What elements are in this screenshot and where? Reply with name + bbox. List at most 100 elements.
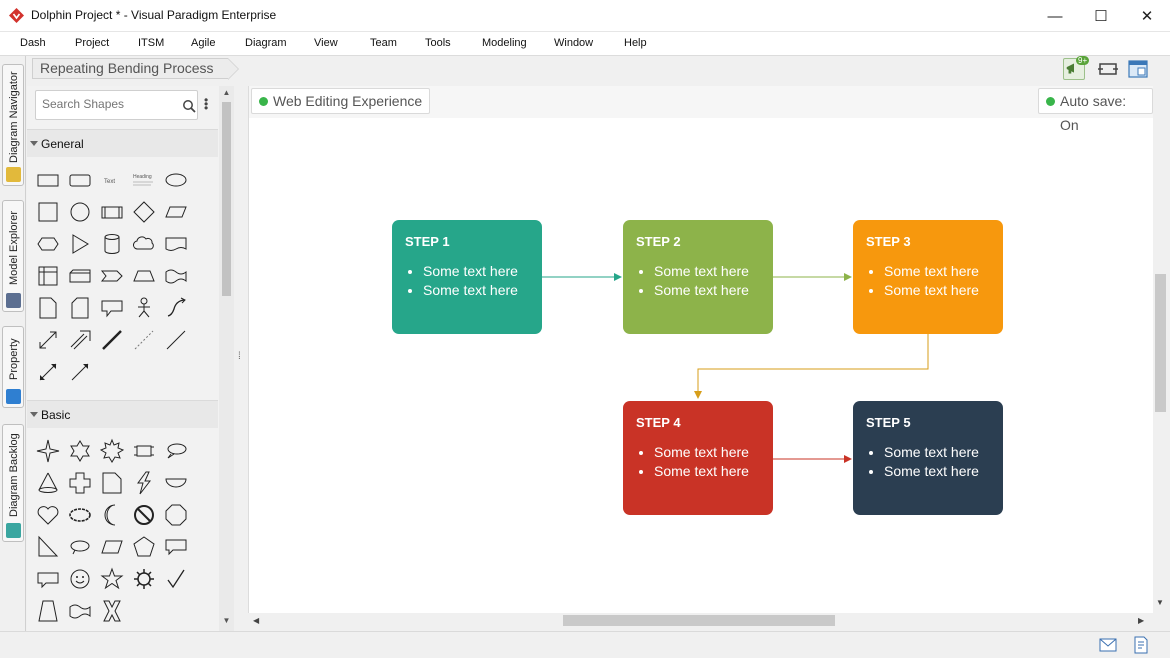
document-shape-icon[interactable]	[163, 231, 189, 257]
cone-shape-icon[interactable]	[35, 470, 61, 496]
rectangle-callout-icon[interactable]	[163, 534, 189, 560]
cloud-callout-icon[interactable]	[67, 502, 93, 528]
diagram-overview-icon[interactable]	[1127, 58, 1149, 80]
tab-diagram-backlog[interactable]: Diagram Backlog	[2, 424, 24, 542]
diamond-shape-icon[interactable]	[131, 199, 157, 225]
menu-modeling[interactable]: Modeling	[482, 37, 527, 49]
scroll-right-icon[interactable]: ▶	[1138, 616, 1145, 625]
diagram-canvas[interactable]: Web Editing Experience Auto save: On STE…	[248, 86, 1154, 613]
group-basic-header[interactable]: Basic	[27, 400, 218, 428]
search-shapes-input[interactable]	[42, 97, 172, 111]
search-shapes-box[interactable]	[35, 90, 198, 120]
double-wave-icon[interactable]	[67, 598, 93, 624]
actor-shape-icon[interactable]	[131, 295, 157, 321]
note-shape-icon[interactable]	[35, 295, 61, 321]
card-shape-icon[interactable]	[67, 263, 93, 289]
cross-shape-icon[interactable]	[67, 470, 93, 496]
connector-step3-step4[interactable]	[694, 334, 929, 399]
dashed-line-icon[interactable]	[131, 327, 157, 353]
pentagon-shape-icon[interactable]	[131, 534, 157, 560]
double-arrow-icon[interactable]	[35, 327, 61, 353]
burst-shape-icon[interactable]	[99, 438, 125, 464]
vertical-scroll-thumb[interactable]	[1155, 274, 1166, 412]
bidirectional-arrow-icon[interactable]	[35, 359, 61, 385]
gear-shape-icon[interactable]	[131, 566, 157, 592]
menu-itsm[interactable]: ITSM	[138, 37, 165, 49]
x-shape-icon[interactable]	[99, 598, 125, 624]
mail-icon[interactable]	[1099, 638, 1117, 655]
document-edit-icon[interactable]	[1133, 636, 1149, 657]
wave-shape-icon[interactable]	[163, 263, 189, 289]
process-shape-icon[interactable]	[99, 199, 125, 225]
menu-project[interactable]: Project	[75, 37, 110, 49]
palette-scroll-thumb[interactable]	[222, 102, 231, 296]
scroll-shape-icon[interactable]	[131, 438, 157, 464]
triangle-shape-icon[interactable]	[67, 231, 93, 257]
menu-view[interactable]: View	[314, 37, 338, 49]
square-shape-icon[interactable]	[35, 199, 61, 225]
menu-window[interactable]: Window	[554, 37, 594, 49]
scroll-down-icon[interactable]: ▼	[222, 616, 231, 625]
rounded-rectangle-shape-icon[interactable]	[67, 167, 93, 193]
block-arrow-icon[interactable]	[67, 327, 93, 353]
web-editing-indicator[interactable]: Web Editing Experience	[251, 88, 431, 114]
heading-shape-icon[interactable]: Heading	[131, 167, 157, 193]
step-2-box[interactable]: STEP 2 Some text here Some text here	[623, 220, 773, 334]
cloud-shape-icon[interactable]	[131, 231, 157, 257]
moon-shape-icon[interactable]	[99, 502, 125, 528]
text-shape-icon[interactable]: Text	[99, 167, 125, 193]
megaphone-icon[interactable]: 9+	[1063, 56, 1090, 80]
thought-bubble-icon[interactable]	[163, 438, 189, 464]
four-point-star-icon[interactable]	[35, 438, 61, 464]
minimize-button[interactable]: —	[1047, 7, 1063, 25]
step-5-box[interactable]: STEP 5 Some text here Some text here	[853, 401, 1003, 515]
search-icon[interactable]	[182, 99, 196, 113]
menu-diagram[interactable]: Diagram	[245, 37, 287, 49]
parallelogram-shape-icon[interactable]	[163, 199, 189, 225]
menu-help[interactable]: Help	[624, 37, 647, 49]
maximize-button[interactable]: ☐	[1094, 8, 1108, 25]
group-general-header[interactable]: General	[27, 129, 218, 157]
speech-bubble-icon[interactable]	[35, 566, 61, 592]
arrow-line-icon[interactable]	[67, 359, 93, 385]
callout-shape-icon[interactable]	[99, 295, 125, 321]
canvas-horizontal-scrollbar[interactable]: ◀ ▶	[248, 613, 1153, 630]
step-1-box[interactable]: STEP 1 Some text here Some text here	[392, 220, 542, 334]
step-3-box[interactable]: STEP 3 Some text here Some text here	[853, 220, 1003, 334]
tab-diagram-navigator[interactable]: Diagram Navigator	[2, 64, 24, 186]
menu-tools[interactable]: Tools	[425, 37, 451, 49]
circle-shape-icon[interactable]	[67, 199, 93, 225]
close-button[interactable]: ✕	[1140, 8, 1154, 25]
canvas-vertical-scrollbar[interactable]: ▼	[1153, 86, 1168, 613]
thick-line-icon[interactable]	[99, 327, 125, 353]
horizontal-scroll-thumb[interactable]	[563, 615, 835, 626]
line-icon[interactable]	[163, 327, 189, 353]
panel-splitter[interactable]: ⁞	[234, 86, 246, 631]
fit-diagram-icon[interactable]	[1097, 58, 1119, 80]
tab-model-explorer[interactable]: Model Explorer	[2, 200, 24, 312]
menu-team[interactable]: Team	[370, 37, 397, 49]
half-circle-icon[interactable]	[163, 470, 189, 496]
menu-dash[interactable]: Dash	[20, 37, 46, 49]
folded-corner-icon[interactable]	[99, 470, 125, 496]
tab-property[interactable]: Property	[2, 326, 24, 408]
lightning-bolt-icon[interactable]	[131, 470, 157, 496]
ellipse-shape-icon[interactable]	[163, 167, 189, 193]
heart-shape-icon[interactable]	[35, 502, 61, 528]
palette-menu-icon[interactable]: •••	[204, 93, 209, 115]
right-triangle-icon[interactable]	[35, 534, 61, 560]
smiley-face-icon[interactable]	[67, 566, 93, 592]
step-4-box[interactable]: STEP 4 Some text here Some text here	[623, 401, 773, 515]
menu-agile[interactable]: Agile	[191, 37, 216, 49]
five-point-star-icon[interactable]	[99, 566, 125, 592]
oval-callout-icon[interactable]	[67, 534, 93, 560]
scroll-up-icon[interactable]: ▲	[222, 88, 231, 97]
checkmark-shape-icon[interactable]	[163, 566, 189, 592]
no-symbol-icon[interactable]	[131, 502, 157, 528]
breadcrumb[interactable]: Repeating Bending Process	[32, 58, 239, 80]
chevron-shape-icon[interactable]	[99, 263, 125, 289]
palette-scrollbar[interactable]: ▲ ▼	[219, 86, 234, 631]
trapezoid-shape-icon[interactable]	[131, 263, 157, 289]
autosave-indicator[interactable]: Auto save: On	[1038, 88, 1153, 133]
trapezoid-basic-icon[interactable]	[35, 598, 61, 624]
